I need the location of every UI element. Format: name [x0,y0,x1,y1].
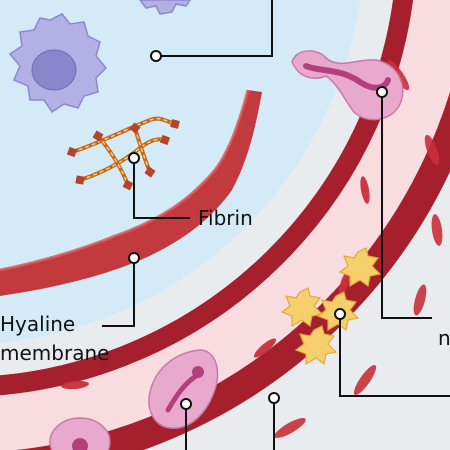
leader-line-platelet [339,314,450,397]
neutrophil-partial-icon [49,417,111,450]
hyaline-membrane-highlight [0,89,250,272]
leader-line-fibrin [133,158,190,219]
label-hyaline-line2: membrane [0,341,110,365]
fibrin-strand-icon [66,116,180,191]
leader-lines [102,0,450,450]
platelet-cluster-icon [280,247,382,366]
neutrophil-bottom-icon [148,349,219,429]
leader-line-neutrophil [381,92,432,319]
leader-dots [128,50,388,410]
label-partial-right: n [438,326,450,350]
macrophage-partial-icon [139,0,191,15]
macrophage-icon [8,13,108,114]
label-hyaline-line1: Hyaline [0,312,76,336]
label-fibrin: Fibrin [198,206,253,230]
leader-line-hyaline [102,258,135,327]
leader-line-top [156,0,273,57]
